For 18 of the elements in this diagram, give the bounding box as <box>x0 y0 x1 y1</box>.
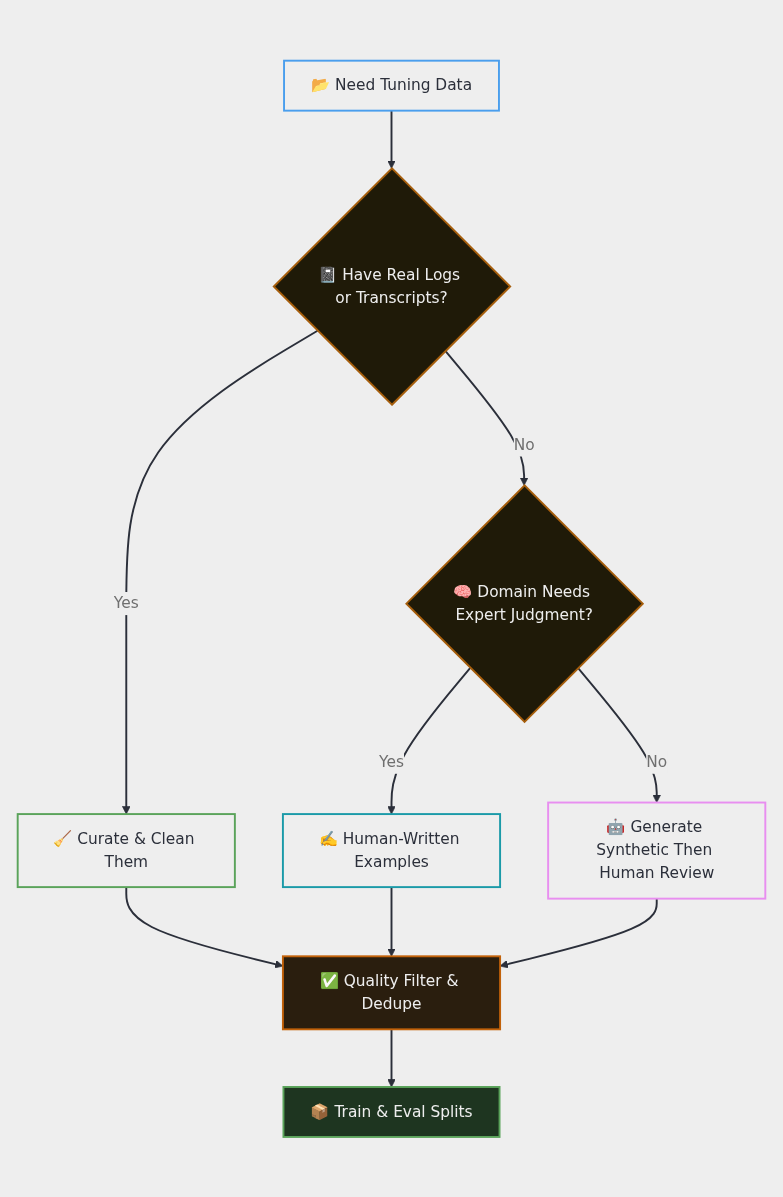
edge-label: Yes <box>113 593 139 612</box>
node-box: ✅ Quality Filter & Dedupe <box>281 955 502 1030</box>
edge-label: Yes <box>379 752 404 771</box>
arrow <box>387 1028 396 1088</box>
node-box: 📂 Need Tuning Data <box>283 59 500 112</box>
node-diamond: 🧠 Domain Needs Expert Judgment? <box>405 483 645 723</box>
arrow <box>387 885 396 957</box>
node-box: ✍ Human-Written Examples <box>281 812 502 888</box>
node-box: 🧹 Curate & Clean Them <box>16 812 236 888</box>
arrow <box>444 349 529 486</box>
node-box: 📦 Train & Eval Splits <box>282 1085 501 1138</box>
node-diamond: 📓 Have Real Logs or Transcripts? <box>272 166 512 406</box>
arrow <box>122 329 319 815</box>
node-box: 🤖 Generate Synthetic Then Human Review <box>547 801 767 900</box>
arrow <box>387 109 396 169</box>
arrow <box>577 666 661 803</box>
edge-label: No <box>513 435 535 454</box>
edge-label: No <box>646 752 668 771</box>
